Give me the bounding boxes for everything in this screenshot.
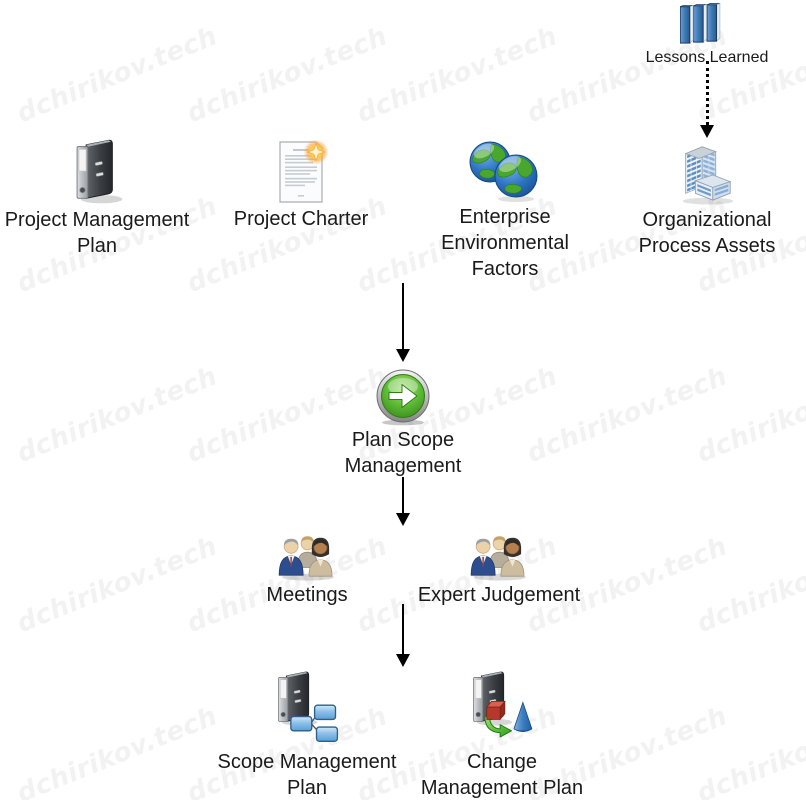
arrow-inputs-to-process	[395, 283, 411, 362]
node-meetings: Meetings	[237, 531, 377, 608]
process-label-line1: Plan Scope	[351, 429, 455, 451]
scope-plan-label: Scope Management Plan	[217, 749, 396, 800]
watermark-text: dchirikov.tech	[522, 361, 732, 470]
globes-icon	[469, 141, 538, 202]
arrow-line	[402, 283, 404, 349]
meetings-label: Meetings	[266, 584, 348, 606]
arrow-head	[396, 349, 410, 362]
watermark-text: dchirikov.tech	[692, 701, 806, 800]
binder-change-icon	[473, 671, 533, 738]
arrow-line	[705, 61, 709, 125]
opa-label-line1: Organizational	[642, 209, 772, 231]
watermark-text: dchirikov.tech	[352, 21, 562, 130]
process-label: Plan Scope Management	[345, 427, 462, 479]
books-icon	[680, 2, 721, 44]
pmp-label-line2: Plan	[76, 235, 117, 257]
binder-icon	[68, 138, 126, 206]
building-icon	[682, 146, 734, 205]
watermark-text: dchirikov.tech	[12, 21, 222, 130]
node-expert-judgement: Expert Judgement	[394, 531, 604, 608]
watermark-text: dchirikov.tech	[182, 21, 392, 130]
lessons-learned-label: Lessons Learned	[645, 49, 769, 66]
arrow-head	[396, 513, 410, 526]
node-enterprise-environmental-factors: Enterprise Environmental Factors	[420, 141, 590, 282]
node-organizational-process-assets: Organizational Process Assets	[617, 138, 797, 259]
arrow-line	[402, 477, 404, 513]
opa-label-line2: Process Assets	[638, 235, 776, 257]
node-change-management-plan: Change Management Plan	[397, 670, 607, 800]
arrow-head	[700, 125, 714, 138]
arrow-process-to-tools	[395, 477, 411, 526]
eef-label-line3: Factors	[471, 258, 539, 280]
people-group-icon	[468, 531, 530, 581]
change-plan-label: Change Management Plan	[421, 749, 583, 800]
arrow-lessons-to-opa	[699, 61, 715, 138]
eef-label-line1: Enterprise	[459, 206, 551, 228]
watermark-text: dchirikov.tech	[12, 361, 222, 470]
scope-plan-label-line1: Scope Management	[217, 751, 397, 773]
node-plan-scope-management: Plan Scope Management	[323, 368, 483, 479]
expert-judgement-label: Expert Judgement	[417, 584, 581, 606]
arrow-head	[396, 654, 410, 667]
pmp-label-line1: Project Management	[4, 209, 190, 231]
process-label-line2: Management	[344, 455, 462, 477]
watermark-text: dchirikov.tech	[692, 531, 806, 640]
document-star-icon	[279, 139, 329, 203]
node-lessons-learned: Lessons Learned	[627, 1, 787, 68]
watermark-text: dchirikov.tech	[182, 361, 392, 470]
arrow-tools-to-outputs	[395, 604, 411, 667]
scope-plan-label-line2: Plan	[286, 777, 327, 799]
binder-flowchart-icon	[278, 671, 339, 742]
node-project-charter: Project Charter	[216, 139, 386, 232]
eef-label: Enterprise Environmental Factors	[441, 204, 569, 282]
change-plan-label-line1: Change	[466, 751, 538, 773]
charter-label: Project Charter	[233, 208, 369, 230]
eef-label-line2: Environmental	[441, 232, 569, 254]
people-group-icon	[276, 531, 338, 581]
watermark-text: dchirikov.tech	[12, 701, 222, 800]
pmp-label: Project Management Plan	[5, 207, 190, 259]
watermark-text: dchirikov.tech	[692, 361, 806, 470]
watermark-text: dchirikov.tech	[12, 531, 222, 640]
green-arrow-button-icon	[376, 369, 430, 426]
change-plan-label-line2: Management Plan	[420, 777, 584, 799]
opa-label: Organizational Process Assets	[639, 207, 776, 259]
arrow-line	[402, 604, 404, 654]
node-scope-management-plan: Scope Management Plan	[202, 670, 412, 800]
node-project-management-plan: Project Management Plan	[0, 138, 197, 259]
